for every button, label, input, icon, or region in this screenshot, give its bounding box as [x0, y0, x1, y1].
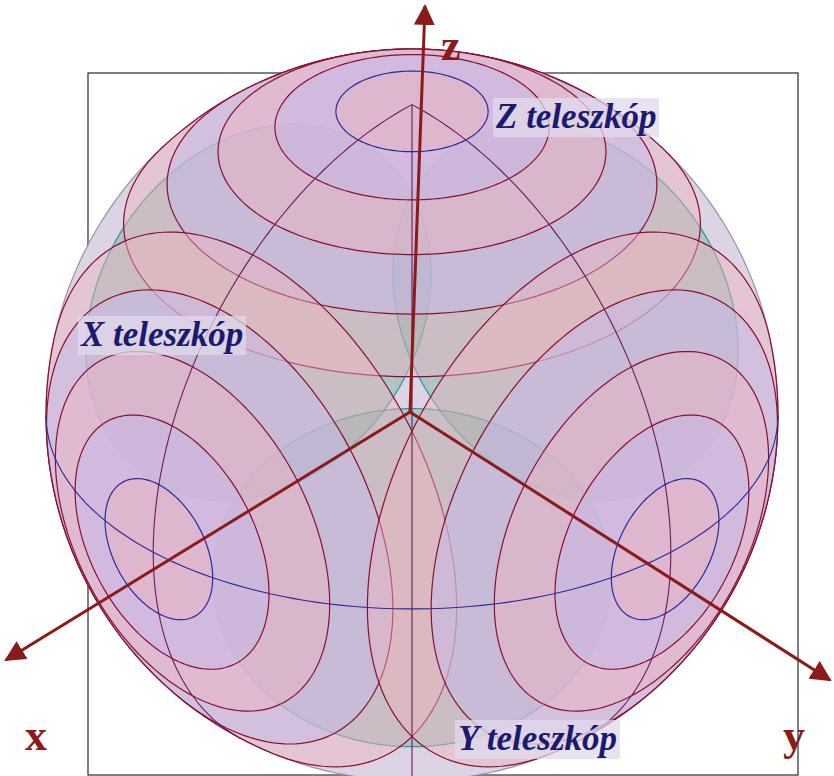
- ring-circle: [494, 351, 768, 711]
- axis-label: x: [22, 712, 50, 760]
- ring-circle: [105, 479, 213, 620]
- great-circle: [412, 105, 671, 739]
- axis-arrow: [410, 412, 830, 680]
- axis-label: y: [780, 712, 808, 760]
- ring-circle: [431, 290, 777, 744]
- telescope-label: Z teleszkóp: [493, 98, 659, 137]
- telescope-label: X teleszkóp: [78, 316, 246, 355]
- axis-label: z: [438, 22, 464, 70]
- axis-arrow: [410, 6, 425, 412]
- ring-circle: [55, 351, 329, 711]
- axis-arrow: [6, 412, 410, 660]
- ring-circle: [75, 415, 269, 669]
- great-circle: [411, 105, 412, 776]
- great-circle: [153, 105, 412, 739]
- telescope-label: Y teleszkóp: [455, 720, 620, 759]
- ring-circle: [47, 290, 393, 744]
- ring-circle: [367, 232, 778, 767]
- axes: [6, 6, 830, 680]
- ring-circle: [555, 415, 749, 669]
